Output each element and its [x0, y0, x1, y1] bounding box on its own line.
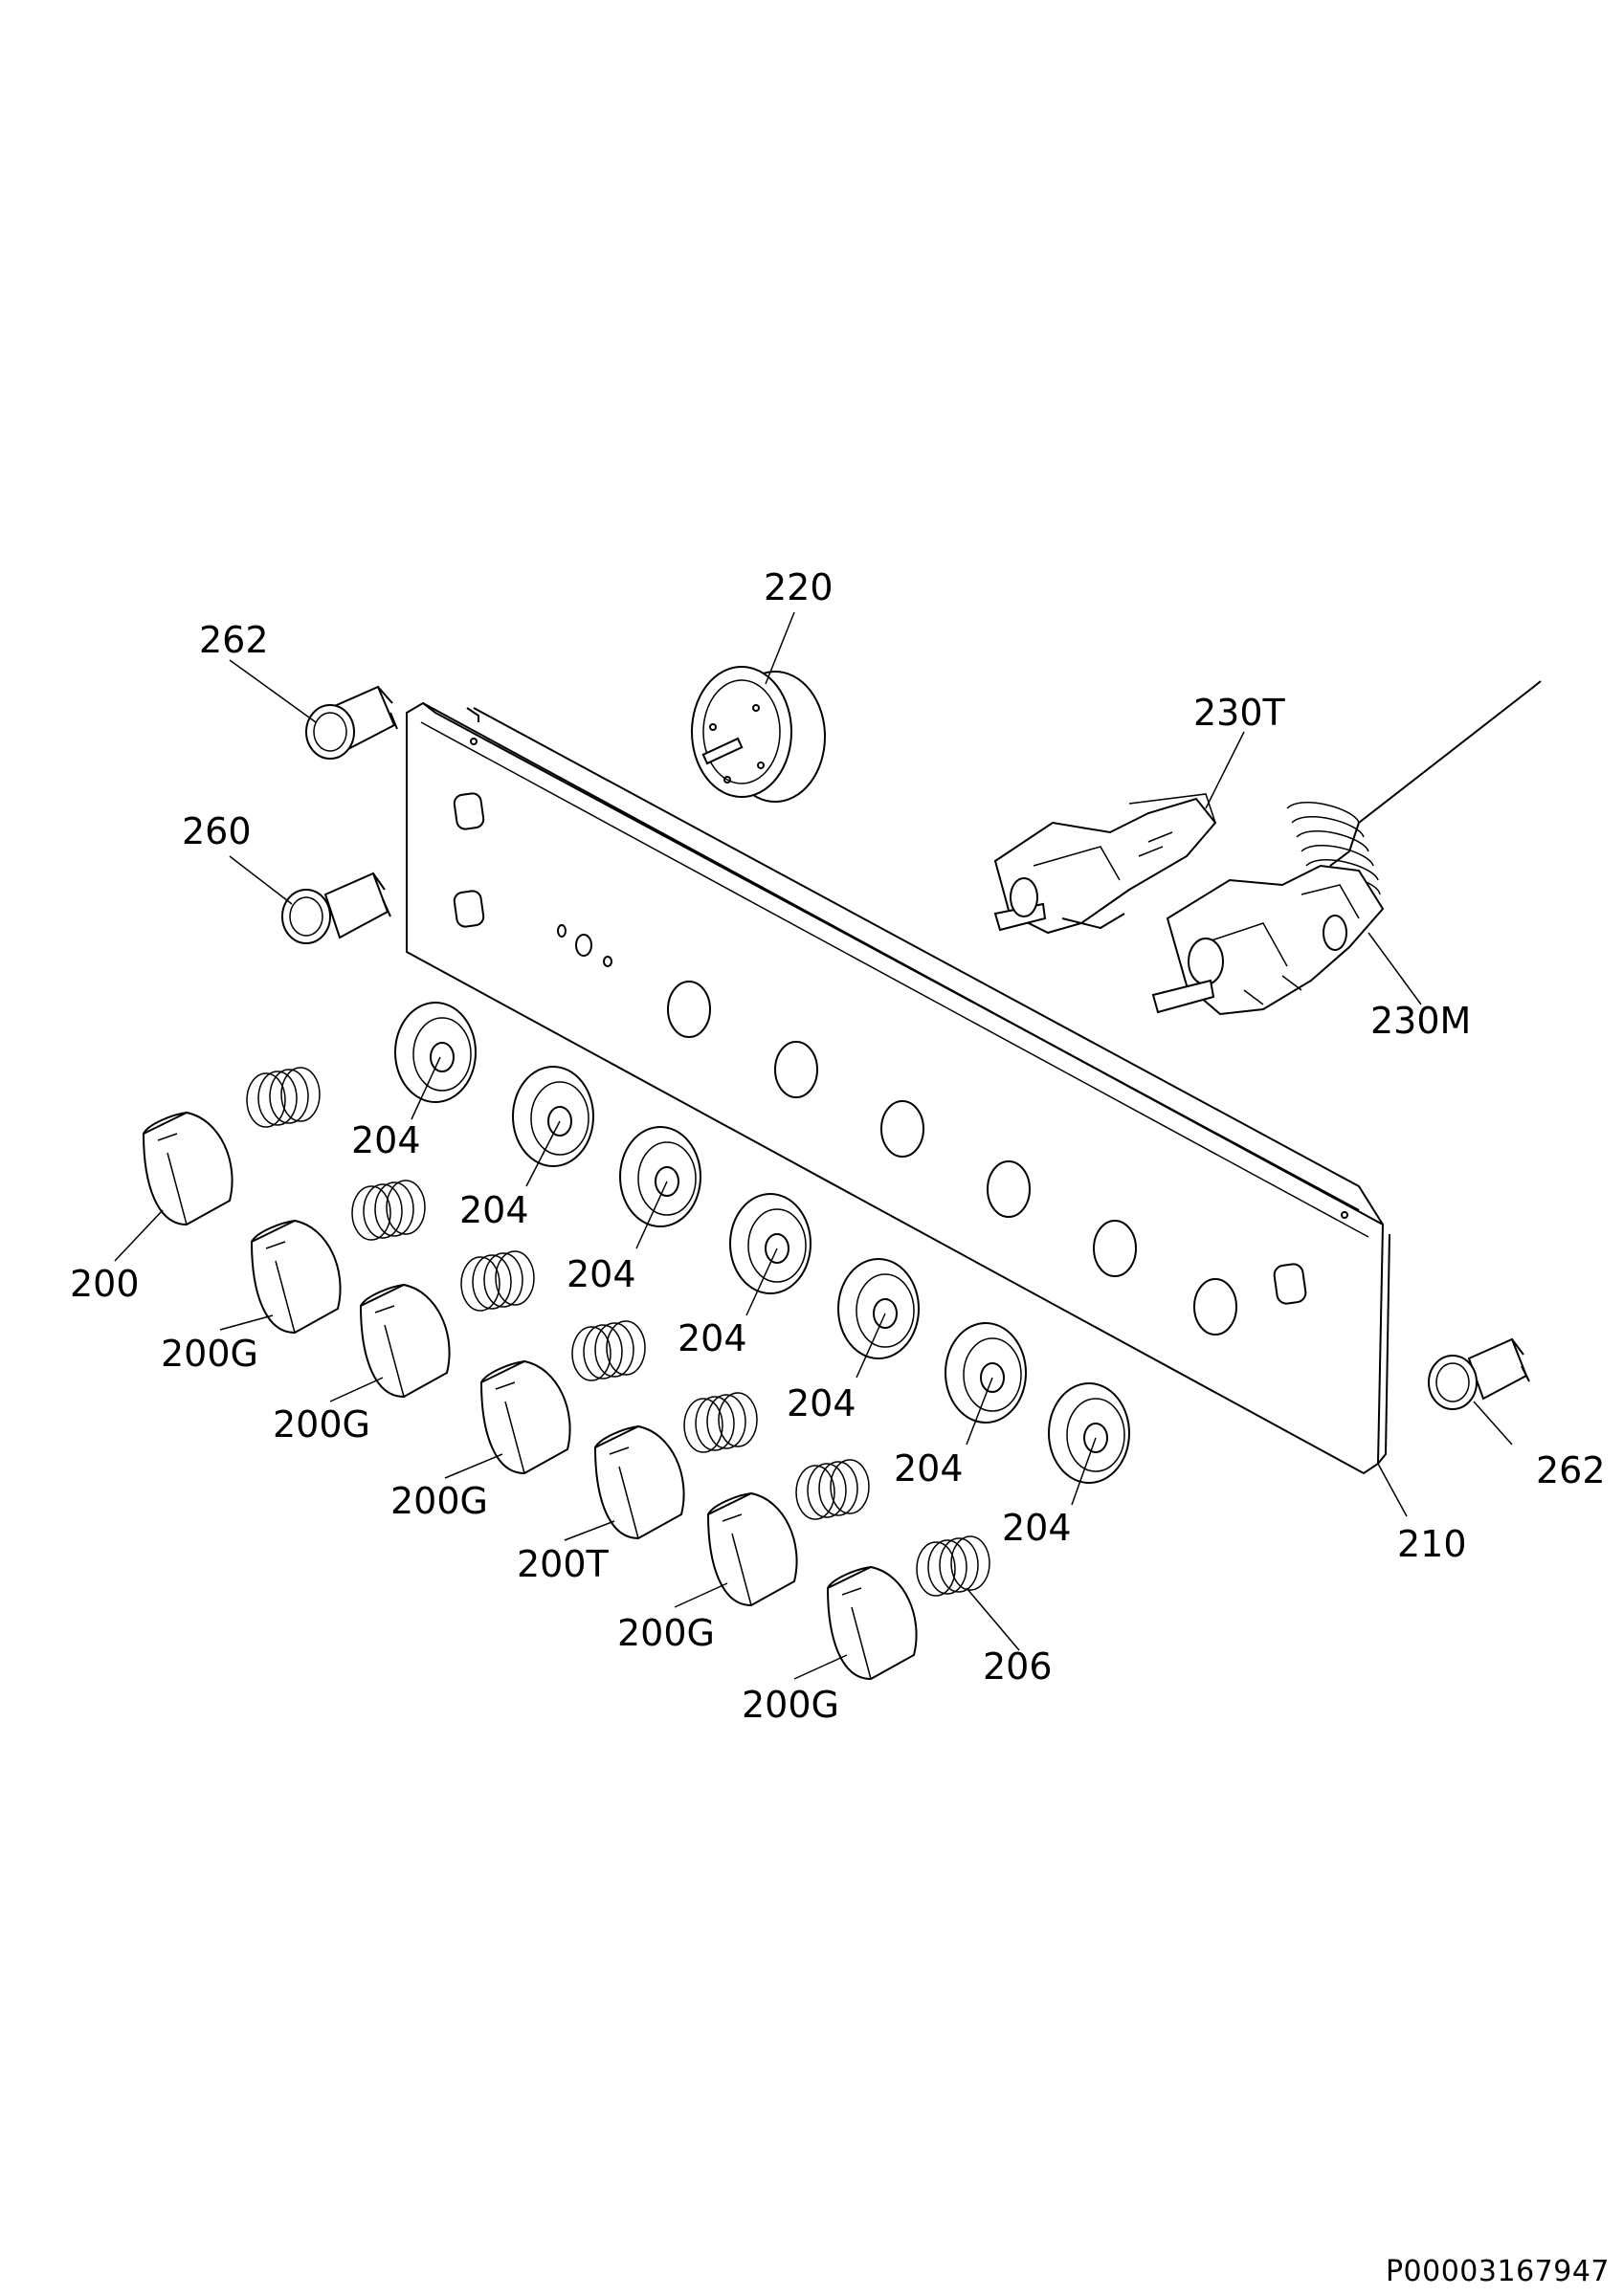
thermostat-tap: [993, 793, 1217, 935]
label-204-6: 204: [894, 1447, 964, 1490]
spring-4: [571, 1320, 646, 1381]
seating-6: [945, 1322, 1027, 1424]
indicator-switch-top: [305, 685, 398, 760]
label-262-right: 262: [1536, 1449, 1606, 1491]
control-panel: [406, 701, 1390, 1475]
knobs: [142, 1111, 918, 1681]
spring-1: [246, 1067, 321, 1128]
spring-6: [795, 1459, 870, 1520]
label-200G-2: 200G: [273, 1403, 370, 1446]
seating-4: [729, 1193, 812, 1294]
knob-5: [593, 1424, 685, 1540]
indicator-switch-middle: [281, 872, 391, 944]
label-200G-4: 200G: [617, 1612, 715, 1654]
capillary-coil: [1286, 802, 1381, 895]
label-206: 206: [983, 1645, 1053, 1688]
seating-3: [619, 1126, 701, 1227]
seating-5: [837, 1258, 920, 1359]
indicator-switch-right: [1428, 1337, 1530, 1410]
knob-2: [250, 1219, 342, 1335]
label-204-2: 204: [459, 1189, 529, 1231]
label-200: 200: [70, 1263, 140, 1305]
label-204-1: 204: [351, 1119, 421, 1161]
seating-2: [512, 1066, 594, 1167]
label-204-4: 204: [678, 1317, 747, 1359]
springs: [246, 1067, 990, 1597]
knob-7: [826, 1565, 918, 1681]
label-230T: 230T: [1193, 692, 1286, 734]
spring-2: [351, 1180, 426, 1241]
spring-5: [683, 1392, 758, 1453]
part-labels: 220 262 260 230T 230M 204 204 204 204 20…: [70, 566, 1606, 1726]
document-id: P00003167947: [1385, 2255, 1610, 2288]
label-204-3: 204: [567, 1253, 636, 1295]
seating-1: [394, 1002, 477, 1103]
label-260: 260: [182, 810, 252, 852]
label-200G-5: 200G: [742, 1684, 839, 1726]
label-200G-1: 200G: [161, 1333, 258, 1375]
knob-seatings: [394, 1002, 1130, 1484]
knob-4: [479, 1359, 571, 1475]
label-220: 220: [764, 566, 834, 608]
knob-6: [706, 1491, 798, 1607]
spring-7: [916, 1535, 990, 1597]
label-210: 210: [1397, 1523, 1467, 1565]
seating-7: [1048, 1382, 1130, 1484]
label-204-7: 204: [1002, 1507, 1072, 1549]
timer-part: [691, 666, 826, 803]
label-262-top: 262: [199, 619, 269, 661]
multifunction-tap: [1151, 680, 1542, 1016]
leader-lines: [114, 611, 1513, 1680]
knob-1: [142, 1111, 233, 1226]
label-230M: 230M: [1370, 1000, 1471, 1042]
label-200G-3: 200G: [390, 1480, 488, 1522]
label-200T: 200T: [517, 1543, 610, 1585]
spring-3: [460, 1250, 535, 1312]
label-204-5: 204: [787, 1382, 856, 1424]
knob-3: [359, 1283, 451, 1399]
